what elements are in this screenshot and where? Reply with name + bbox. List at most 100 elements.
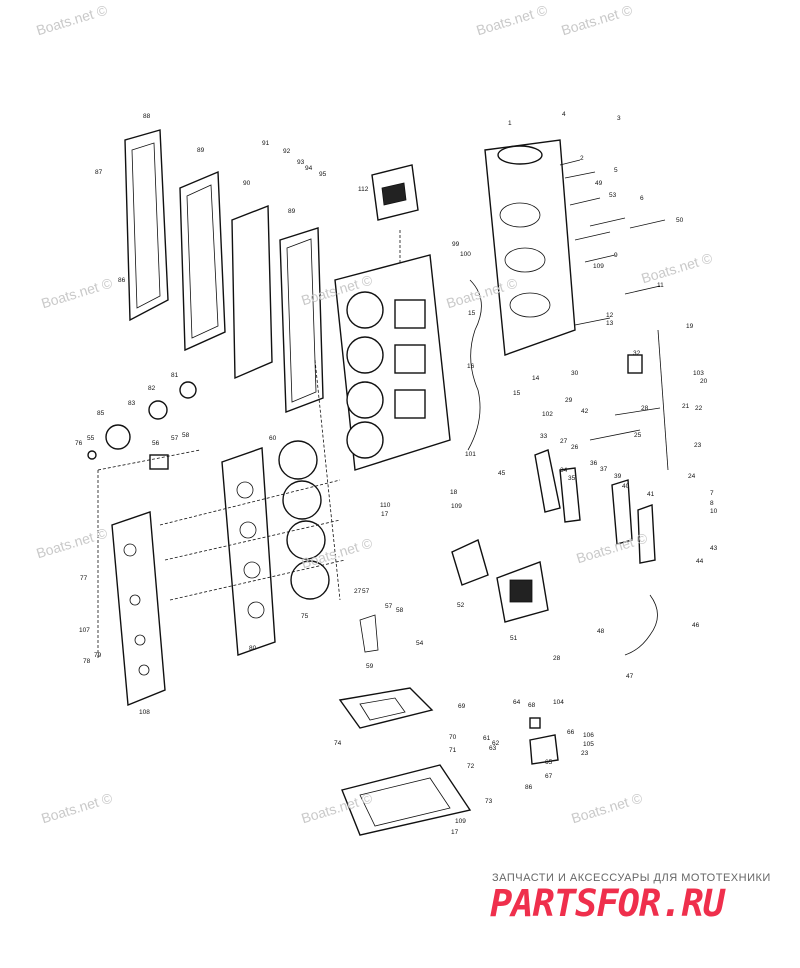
callout-number: 44 (696, 558, 704, 565)
callout-number: 76 (75, 440, 83, 447)
callout-number: 106 (583, 732, 594, 739)
callout-number: 46 (692, 622, 700, 629)
callout-number: 26 (571, 444, 579, 451)
callout-number: 68 (528, 702, 536, 709)
housing-51[interactable] (496, 561, 549, 623)
callout-number: 39 (614, 473, 622, 480)
exhaust-cover-80[interactable] (221, 447, 276, 656)
callout-number: 86 (525, 784, 533, 791)
callout-number: 14 (532, 375, 540, 382)
callout-number: 23 (694, 442, 702, 449)
callout-number: 83 (128, 400, 136, 407)
package-112[interactable] (371, 164, 419, 221)
callout-number: 85 (97, 410, 105, 417)
callout-number: 25 (634, 432, 642, 439)
head-gasket-75[interactable] (278, 440, 330, 600)
callout-number: 100 (460, 251, 471, 258)
callout-number: 24 (688, 473, 696, 480)
callout-number: 89 (288, 208, 296, 215)
plate-69[interactable] (338, 687, 434, 729)
cylinder-head-cover-gasket-88[interactable] (124, 129, 169, 322)
leader-lines (97, 230, 401, 660)
callout-number: 50 (676, 217, 684, 224)
callout-number: 48 (597, 628, 605, 635)
callout-number: 7 (710, 490, 714, 497)
hose-46[interactable] (624, 594, 658, 656)
callout-number: 62 (492, 740, 500, 747)
gasket-52[interactable] (451, 539, 489, 586)
callout-number: 27 (354, 588, 362, 595)
callout-number: 23 (581, 750, 589, 757)
callout-number: 51 (510, 635, 518, 642)
callout-number: 108 (139, 709, 150, 716)
callout-number: 89 (197, 147, 205, 154)
callout-number: 20 (700, 378, 708, 385)
callout-number: 71 (449, 747, 457, 754)
head-cover-89[interactable] (179, 170, 226, 352)
throttle-arms[interactable] (534, 449, 656, 564)
cylinder-block[interactable] (334, 254, 451, 471)
callout-number: 82 (148, 385, 156, 392)
callout-number: 99 (452, 241, 460, 248)
callout-number: 94 (305, 165, 313, 172)
callout-number: 56 (152, 440, 160, 447)
callout-number: 35 (568, 475, 576, 482)
callout-number: 42 (581, 408, 589, 415)
callout-number: 72 (467, 763, 475, 770)
callout-number: 59 (366, 663, 374, 670)
callout-number: 10 (710, 508, 718, 515)
callout-number: 13 (606, 320, 614, 327)
callout-number: 78 (83, 658, 91, 665)
callout-number: 79 (94, 652, 102, 659)
linkage-rod[interactable] (589, 329, 669, 471)
callout-number: 40 (622, 483, 630, 490)
cover-parts-64-106[interactable] (529, 717, 559, 765)
callout-number: 52 (457, 602, 465, 609)
callout-number: 36 (590, 460, 598, 467)
callout-number: 33 (540, 433, 548, 440)
head-cover-89b[interactable] (279, 227, 324, 414)
thermostat-assembly[interactable] (87, 381, 197, 470)
crankcase-1[interactable] (484, 139, 576, 356)
callout-number: 77 (80, 575, 88, 582)
callout-number: 18 (450, 489, 458, 496)
callout-number: 75 (301, 613, 309, 620)
callout-number: 15 (468, 310, 476, 317)
callout-number: 16 (467, 363, 475, 370)
callout-number: 28 (553, 655, 561, 662)
callout-number: 34 (560, 467, 568, 474)
callout-number: 43 (710, 545, 718, 552)
bracket-59[interactable] (359, 614, 379, 653)
brand-logo[interactable]: PARTSFOR.RU (490, 882, 725, 925)
callout-number: 81 (171, 372, 179, 379)
crankcase-bolts (559, 159, 666, 326)
cover-plate-108[interactable] (111, 511, 166, 707)
callout-number: 1 (508, 120, 512, 127)
callout-number: 55 (87, 435, 95, 442)
callout-number: 54 (416, 640, 424, 647)
callout-number: 66 (567, 729, 575, 736)
callout-number: 4 (562, 111, 566, 118)
callout-number: 6 (640, 195, 644, 202)
callout-number: 104 (553, 699, 564, 706)
callout-number: 28 (641, 405, 649, 412)
gasket-90[interactable] (231, 204, 273, 380)
callout-number: 61 (483, 735, 491, 742)
callout-number: 91 (262, 140, 270, 147)
callout-number: 27 (560, 438, 568, 445)
callout-number: 21 (682, 403, 690, 410)
callout-number: 103 (693, 370, 704, 377)
callout-number: 58 (396, 607, 404, 614)
callout-number: 11 (657, 282, 664, 289)
callout-number: 70 (449, 734, 457, 741)
callout-number: 5 (614, 167, 618, 174)
adapter-plate-73[interactable] (341, 764, 472, 836)
callout-number: 22 (695, 405, 703, 412)
callout-number: 101 (465, 451, 476, 458)
callout-number: 88 (143, 113, 151, 120)
callout-number: 58 (182, 432, 190, 439)
callout-number: 8 (710, 500, 714, 507)
callout-number: 49 (595, 180, 603, 187)
callout-number: 63 (489, 745, 497, 752)
